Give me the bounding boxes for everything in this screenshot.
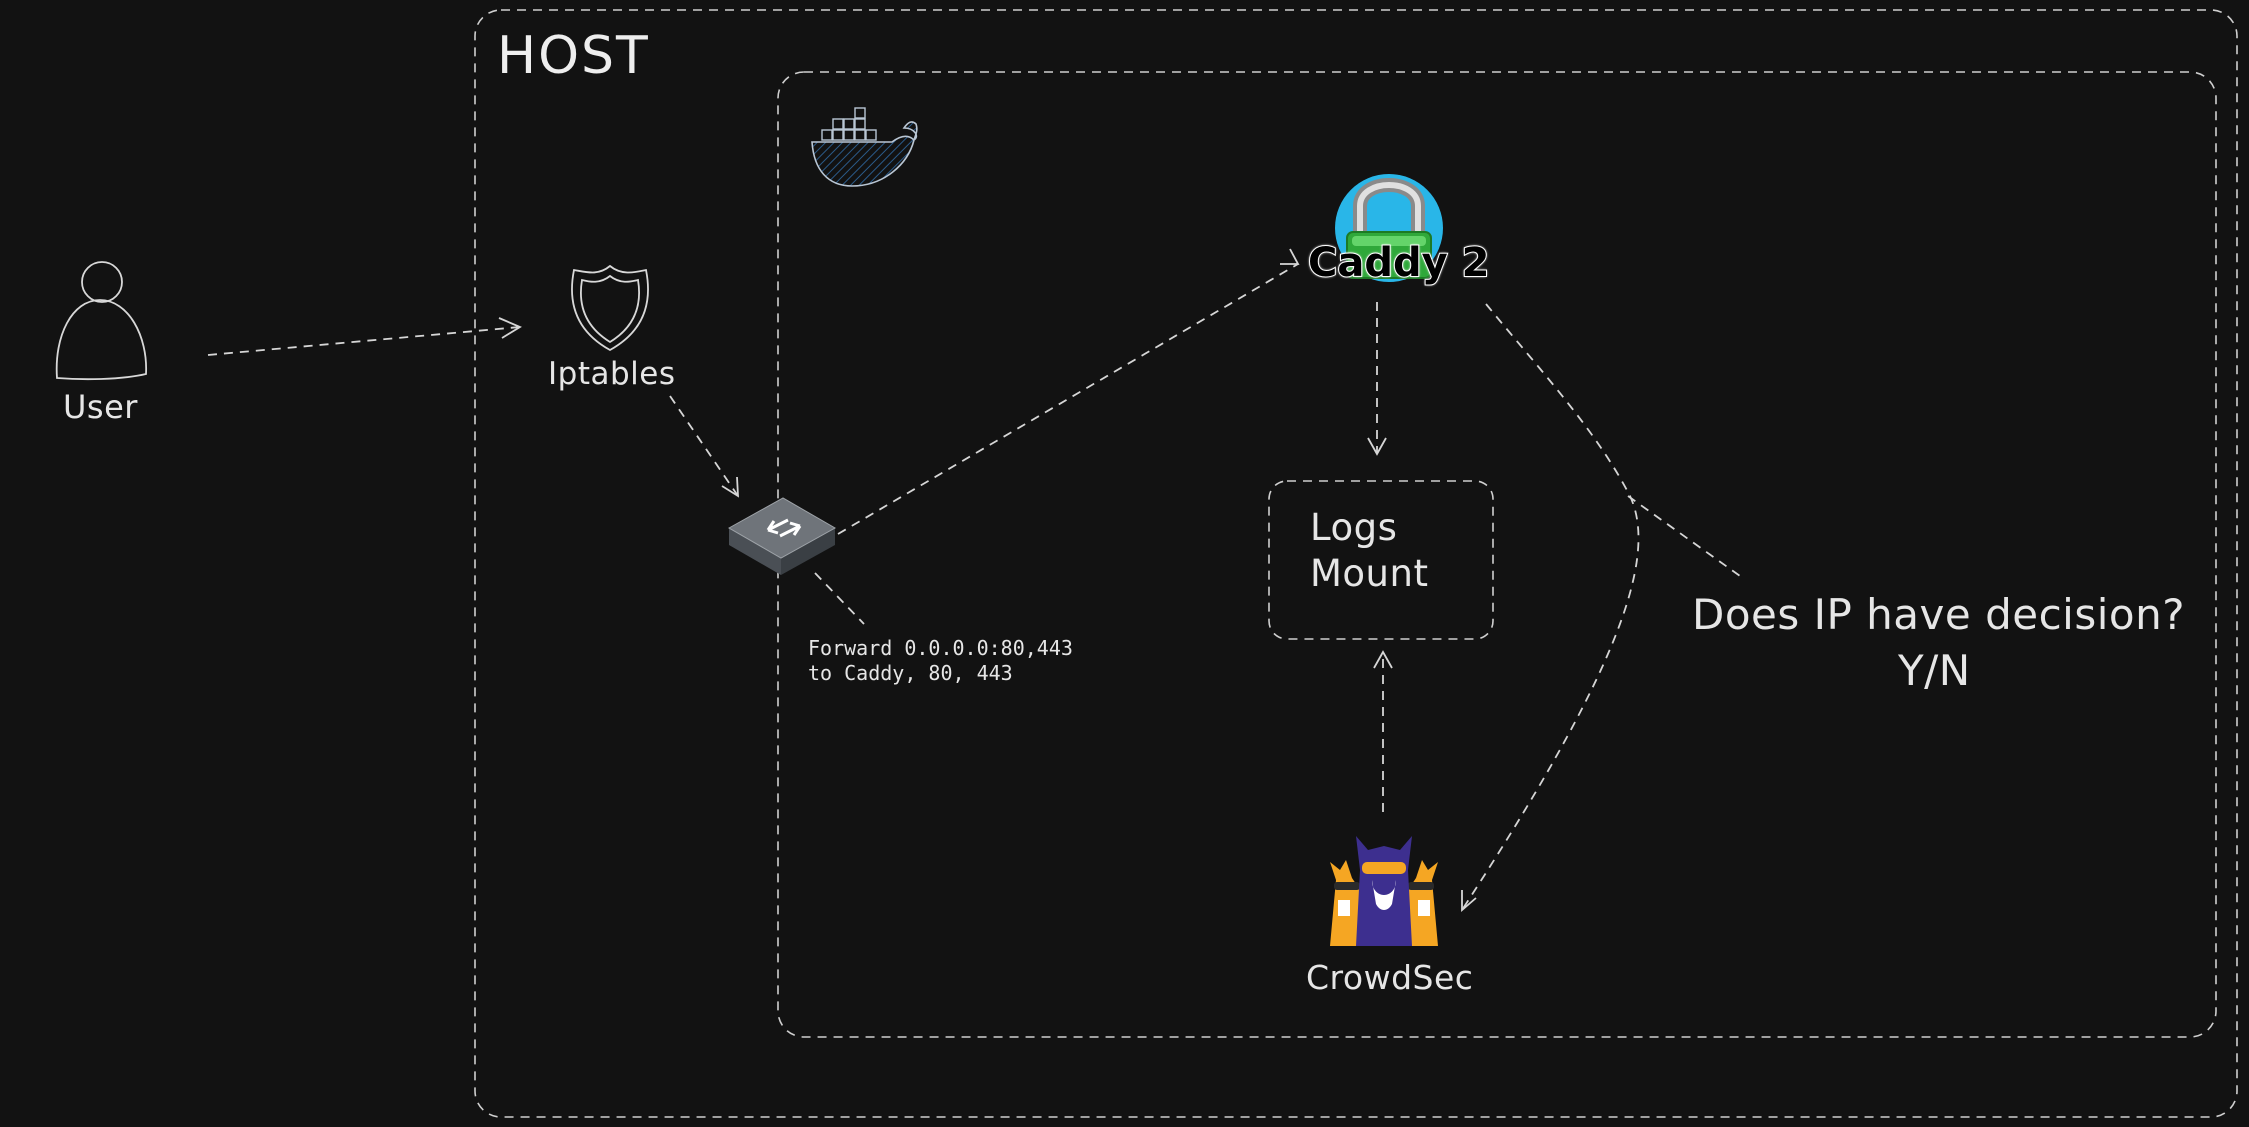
arrowhead-iptables xyxy=(498,317,522,339)
host-title: HOST xyxy=(497,26,650,86)
edge-caddy-crowdsec xyxy=(1461,303,1640,911)
edge-iptables-switch xyxy=(669,395,739,497)
arrowhead-logs-bottom xyxy=(1373,650,1393,669)
arrowhead-crowdsec xyxy=(1461,890,1477,912)
forward-note-line2: to Caddy, 80, 443 xyxy=(808,661,1013,685)
logs-mount-label-line1: Logs xyxy=(1310,506,1398,549)
arrowhead-switch xyxy=(721,476,739,498)
arrowhead-caddy xyxy=(1280,248,1300,265)
forward-leader xyxy=(814,572,865,625)
llama-mascot-icon xyxy=(1330,836,1438,946)
person-icon xyxy=(55,261,147,381)
padlock-icon xyxy=(1335,174,1443,282)
network-switch-icon xyxy=(727,497,837,575)
forward-note-line1: Forward 0.0.0.0:80,443 xyxy=(808,636,1073,660)
decision-question-line2: Y/N xyxy=(1898,646,1971,695)
docker-container xyxy=(777,71,2217,1038)
user-label: User xyxy=(63,388,138,426)
edge-switch-caddy xyxy=(837,263,1299,535)
decision-question-line1: Does IP have decision? xyxy=(1692,590,2185,639)
crowdsec-label: CrowdSec xyxy=(1306,958,1474,997)
edge-user-iptables xyxy=(207,326,521,356)
iptables-label: Iptables xyxy=(548,356,676,392)
logs-mount-box xyxy=(1268,480,1494,640)
shield-icon xyxy=(571,264,649,352)
host-container xyxy=(474,9,2238,1118)
question-leader xyxy=(1627,495,1741,577)
docker-whale-icon xyxy=(811,107,918,187)
logs-mount-label-line2: Mount xyxy=(1310,552,1429,595)
caddy-label: Caddy 2 xyxy=(1307,239,1490,287)
arrowhead-logs-top xyxy=(1367,437,1387,456)
